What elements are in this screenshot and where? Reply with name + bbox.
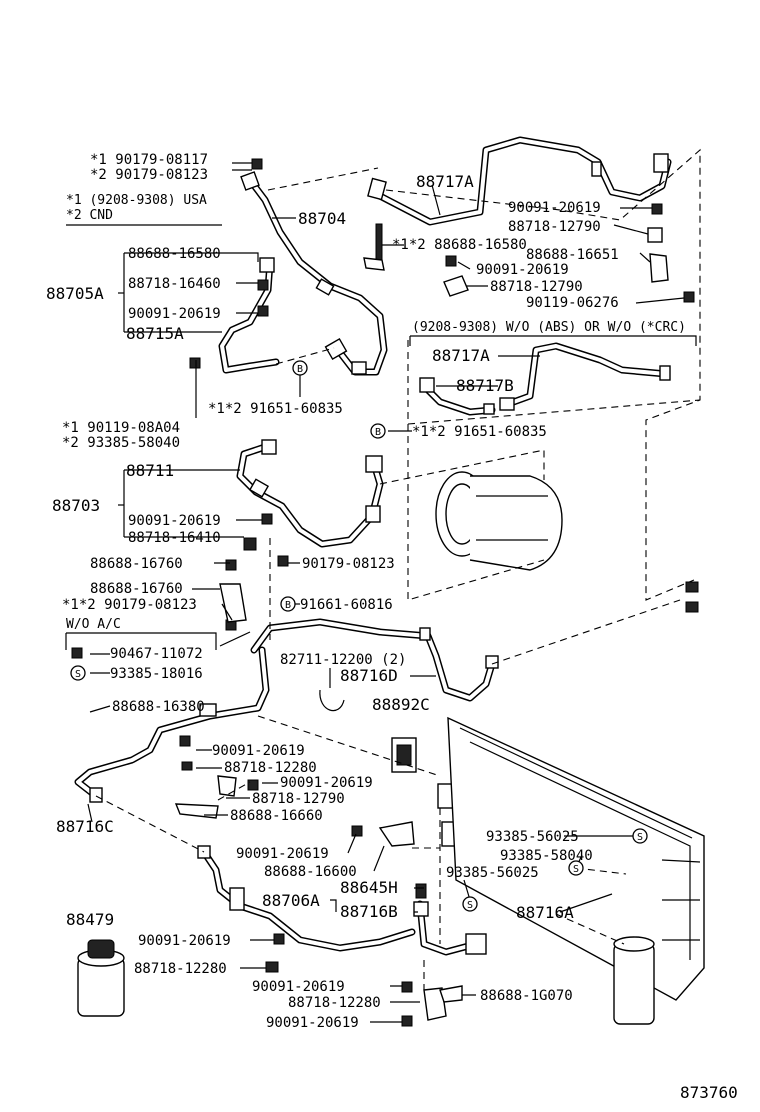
pipe-88716d	[250, 618, 496, 702]
brackets	[174, 583, 463, 1021]
label-l36: 88688-16380	[112, 699, 205, 715]
svg-text:S: S	[637, 832, 643, 843]
label-l06: 88718-12790	[508, 219, 601, 235]
note-wo-ac: W/O A/C	[66, 617, 121, 632]
svg-text:S: S	[573, 864, 579, 875]
label-l04: 88717A	[416, 172, 474, 191]
label-l10: 90091-20619	[476, 262, 569, 278]
label-l45: 88688-16600	[264, 864, 357, 880]
marker-b-1: B	[292, 360, 308, 376]
label-l31: 91661-60816	[300, 597, 393, 613]
label-l18: 88717B	[456, 376, 514, 395]
small-bolts	[71, 158, 699, 1027]
label-l56: 90091-20619	[252, 979, 345, 995]
pipe-88717a-lower	[504, 342, 670, 408]
marker-s-3: S	[568, 860, 584, 876]
label-l20: *1 90119-08A04	[62, 420, 180, 436]
label-l03: 88704	[298, 209, 346, 228]
condenser	[447, 716, 705, 1001]
label-l37: 88892C	[372, 695, 430, 714]
label-l26: 88718-16410	[128, 530, 221, 546]
label-l47: 93385-58040	[500, 848, 593, 864]
marker-s-4: S	[462, 896, 478, 912]
label-l29: 88688-16760	[90, 581, 183, 597]
label-l58: 88688-1G070	[480, 988, 573, 1004]
label-l25: 90091-20619	[128, 513, 221, 529]
label-l52: 88716A	[516, 903, 574, 922]
label-l27: 88688-16760	[90, 556, 183, 572]
marker-b-3: B	[280, 596, 296, 612]
label-l02: *2 90179-08123	[90, 167, 208, 183]
marker-s-2: S	[632, 828, 648, 844]
label-l38: 90091-20619	[212, 743, 305, 759]
pipe-88706a	[200, 848, 416, 952]
label-l46: 93385-56025	[486, 829, 579, 845]
label-l05: 90091-20619	[508, 200, 601, 216]
label-l22: *1*2 91651-60835	[412, 424, 547, 440]
compressor	[435, 471, 563, 571]
note-range: (9208-9308) W/O (ABS) OR W/O (*CRC)	[412, 320, 686, 335]
label-l42: 88716C	[56, 817, 114, 836]
label-l49: 88645H	[340, 878, 398, 897]
label-l15: 88715A	[126, 324, 184, 343]
label-l24: 88703	[52, 496, 100, 515]
pipe-88704	[246, 176, 388, 376]
label-l44: 90091-20619	[236, 846, 329, 862]
label-l53: 88479	[66, 910, 114, 929]
label-l40: 90091-20619	[280, 775, 373, 791]
pipe-88717a-upper	[374, 136, 672, 226]
label-l11: 88718-12790	[490, 279, 583, 295]
label-l50: 88706A	[262, 891, 320, 910]
dashed-lines	[95, 148, 701, 990]
label-l01: *1 90179-08117	[90, 152, 208, 168]
label-l23: 88711	[126, 461, 174, 480]
svg-text:S: S	[467, 900, 473, 911]
label-l08: 90119-06276	[526, 295, 619, 311]
label-l09: *1*2 88688-16580	[392, 237, 527, 253]
label-l43: 88688-16660	[230, 808, 323, 824]
pipe-88716b	[416, 900, 480, 956]
svg-text:B: B	[375, 427, 381, 438]
label-l12: 88688-16580	[128, 246, 221, 262]
diagram-number: 873760	[680, 1083, 738, 1102]
label-l39: 88718-12280	[224, 760, 317, 776]
pipe-88716c	[74, 646, 270, 800]
label-l57: 88718-12280	[288, 995, 381, 1011]
marker-s-1: S	[70, 665, 86, 681]
label-l21: *2 93385-58040	[62, 435, 180, 451]
label-l07: 88688-16651	[526, 247, 619, 263]
svg-text:B: B	[297, 364, 303, 375]
label-l30: *1*2 90179-08123	[62, 597, 197, 613]
label-l55: 88718-12280	[134, 961, 227, 977]
fittings	[89, 153, 671, 955]
receiver-88479	[77, 939, 125, 1017]
label-l14: 90091-20619	[128, 306, 221, 322]
label-l48: 93385-56025	[446, 865, 539, 881]
label-l19: *1*2 91651-60835	[208, 401, 343, 417]
label-l59: 90091-20619	[266, 1015, 359, 1031]
label-l33: 93385-18016	[110, 666, 203, 682]
note-usa: *1 (9208-9308) USA	[66, 193, 207, 208]
label-l51: 88716B	[340, 902, 398, 921]
label-l34: 82711-12200 (2)	[280, 652, 406, 668]
hose-88715a	[218, 258, 280, 374]
label-l35: 88716D	[340, 666, 398, 685]
clamp-82711	[319, 689, 345, 712]
svg-text:S: S	[75, 669, 81, 680]
label-l17: 88717A	[432, 346, 490, 365]
svg-text:B: B	[285, 600, 291, 611]
label-l13: 88718-16460	[128, 276, 221, 292]
label-l16: 88705A	[46, 284, 104, 303]
receiver-drier	[613, 936, 655, 1025]
label-l41: 88718-12790	[252, 791, 345, 807]
label-l28: 90179-08123	[302, 556, 395, 572]
label-l54: 90091-20619	[138, 933, 231, 949]
note-cnd: *2 CND	[66, 208, 113, 223]
pipe-88717b	[420, 382, 496, 416]
part-labels: *1 (9208-9308) USA *2 CND (9208-9308) W/…	[46, 152, 738, 1102]
label-l32: 90467-11072	[110, 646, 203, 662]
marker-b-2: B	[370, 423, 386, 439]
